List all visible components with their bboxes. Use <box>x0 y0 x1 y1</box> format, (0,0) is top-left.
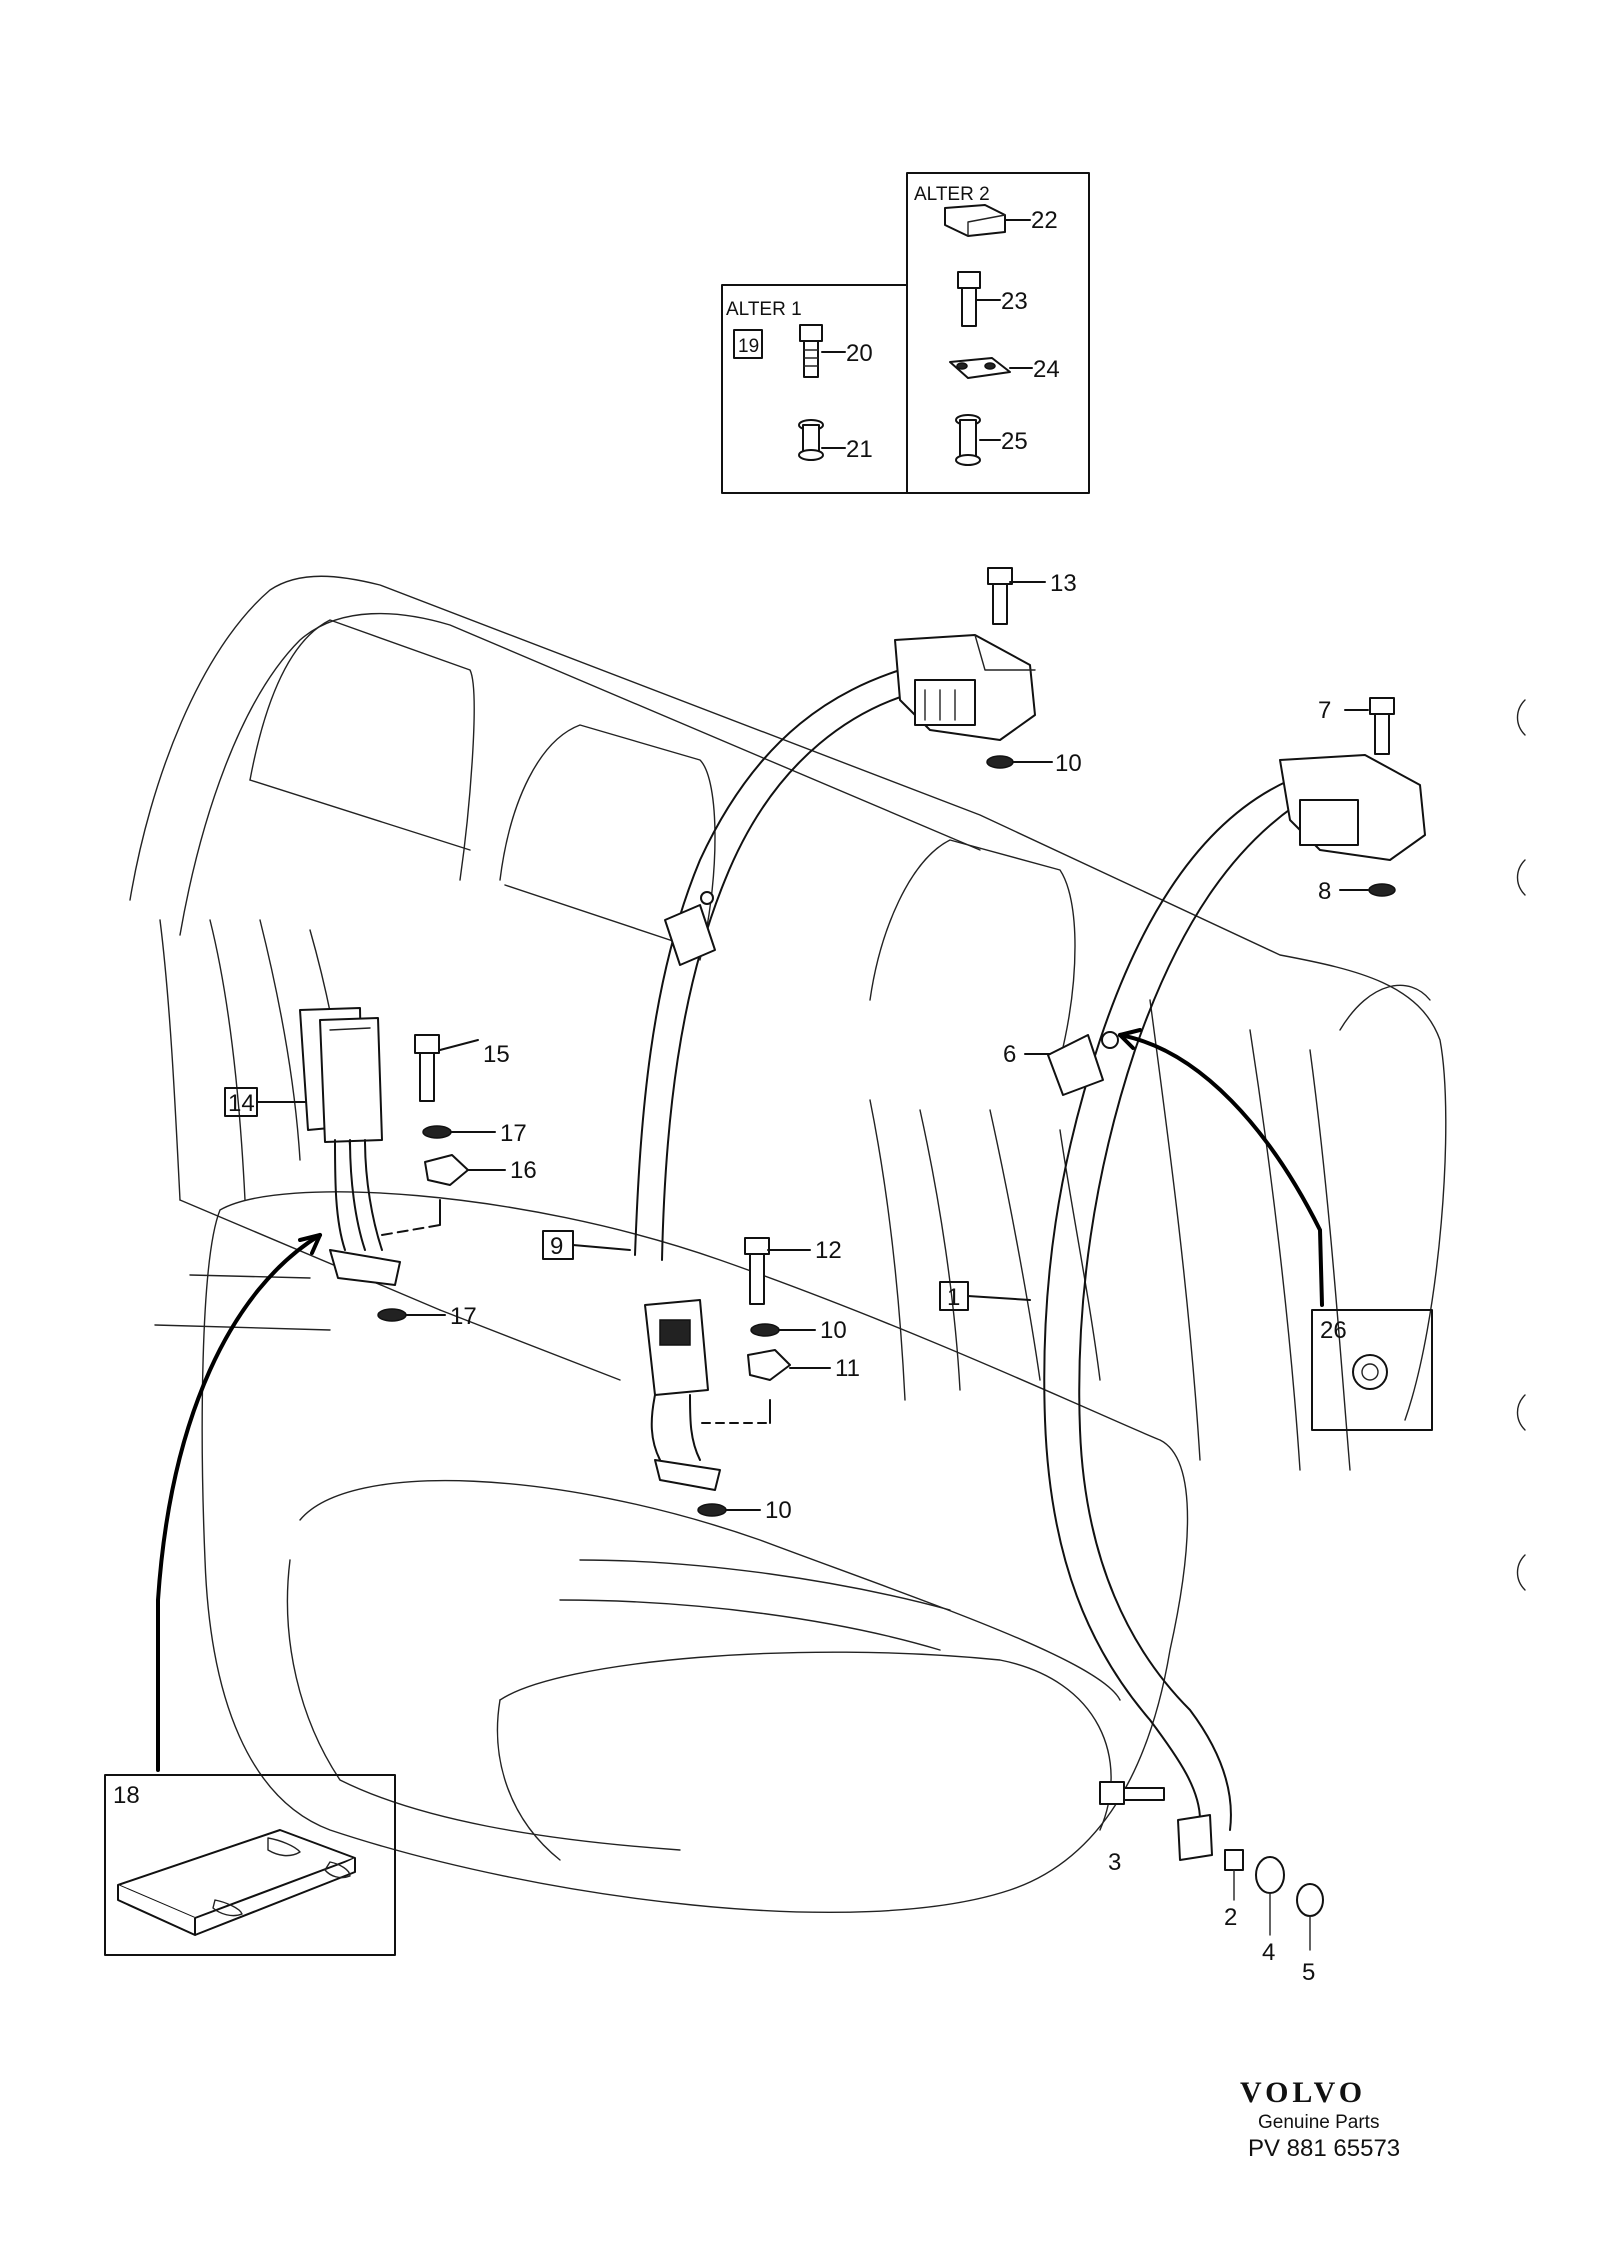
callout-24: 24 <box>1033 356 1060 383</box>
bracket-icon <box>949 357 1011 379</box>
callout-6: 6 <box>1003 1041 1016 1068</box>
callout-7: 7 <box>1318 697 1331 724</box>
callout-1: 1 <box>947 1284 960 1311</box>
callout-20: 20 <box>846 340 873 367</box>
nut-icon <box>1224 1849 1244 1871</box>
washer-icon <box>1368 883 1396 897</box>
bolt-icon <box>414 1034 440 1102</box>
callout-9: 9 <box>550 1233 563 1260</box>
binder-marks <box>1516 699 1526 1591</box>
callout-16: 16 <box>510 1157 537 1184</box>
grommet-icon <box>1352 1354 1388 1390</box>
lock-washer-icon <box>1296 1883 1324 1917</box>
bolt-icon <box>987 567 1013 625</box>
rear-seat-outline <box>129 575 1447 1914</box>
cover-cap-icon <box>944 204 1006 237</box>
callout-2: 2 <box>1224 1904 1237 1931</box>
genuine-parts-label: Genuine Parts <box>1258 2112 1379 2133</box>
volvo-logo: VOLVO <box>1240 2076 1366 2109</box>
mounting-plate-icon <box>117 1829 356 1936</box>
volvo-branding: VOLVO Genuine Parts PV 881 65573 <box>1240 2076 1400 2162</box>
callout-17-top: 17 <box>500 1120 527 1147</box>
document-number: PV 881 65573 <box>1248 2135 1400 2162</box>
alter2-title: ALTER 2 <box>914 184 990 205</box>
callout-17-bottom: 17 <box>450 1303 477 1330</box>
anchor-plate-icon <box>424 1154 469 1186</box>
washer-icon <box>697 1503 727 1517</box>
callout-22: 22 <box>1031 207 1058 234</box>
callout-15: 15 <box>483 1041 510 1068</box>
callout-10-bottom: 10 <box>765 1497 792 1524</box>
alter1-title: ALTER 1 <box>726 299 802 320</box>
callout-14: 14 <box>228 1090 255 1117</box>
bolt-icon <box>1099 1781 1165 1805</box>
washer-icon <box>377 1308 407 1322</box>
bolt-icon <box>1369 697 1395 755</box>
alter1-ref: 19 <box>738 336 759 357</box>
bolt-icon <box>957 271 981 327</box>
alter2-box: ALTER 2 22 23 24 25 <box>906 172 1090 494</box>
washer-icon <box>986 755 1014 769</box>
callout-11: 11 <box>835 1355 860 1382</box>
callout-13: 13 <box>1050 570 1077 597</box>
detail-18-box: 18 <box>104 1774 396 1956</box>
callout-5: 5 <box>1302 1959 1315 1986</box>
retractor-icon <box>894 634 1036 741</box>
right-seat-belt: 7 8 6 1 3 2 4 5 <box>939 697 1426 1986</box>
callout-26: 26 <box>1320 1317 1347 1344</box>
callout-25: 25 <box>1001 428 1028 455</box>
anchor-plate-icon <box>747 1349 791 1381</box>
callout-10-top: 10 <box>1055 750 1082 777</box>
bolt-icon <box>744 1237 770 1305</box>
left-double-buckle: 14 15 17 16 17 <box>156 1007 537 1772</box>
buckle-icon <box>644 1299 721 1491</box>
callout-21: 21 <box>846 436 873 463</box>
callout-12: 12 <box>815 1237 842 1264</box>
center-seat-belt: 13 10 9 12 10 11 <box>542 567 1082 1524</box>
spacer-icon <box>955 414 981 466</box>
washer-icon <box>1255 1856 1285 1894</box>
callout-10-mid: 10 <box>820 1317 847 1344</box>
bolt-icon <box>799 324 823 378</box>
callout-23: 23 <box>1001 288 1028 315</box>
callout-3: 3 <box>1108 1849 1121 1876</box>
detail-26-box: 26 <box>1311 1309 1433 1431</box>
washer-icon <box>750 1323 780 1337</box>
washer-icon <box>422 1125 452 1139</box>
alter1-box: ALTER 1 19 20 21 <box>721 284 908 494</box>
spacer-icon <box>798 419 824 461</box>
callout-8: 8 <box>1318 878 1331 905</box>
callout-4: 4 <box>1262 1939 1275 1966</box>
callout-18: 18 <box>113 1782 140 1809</box>
